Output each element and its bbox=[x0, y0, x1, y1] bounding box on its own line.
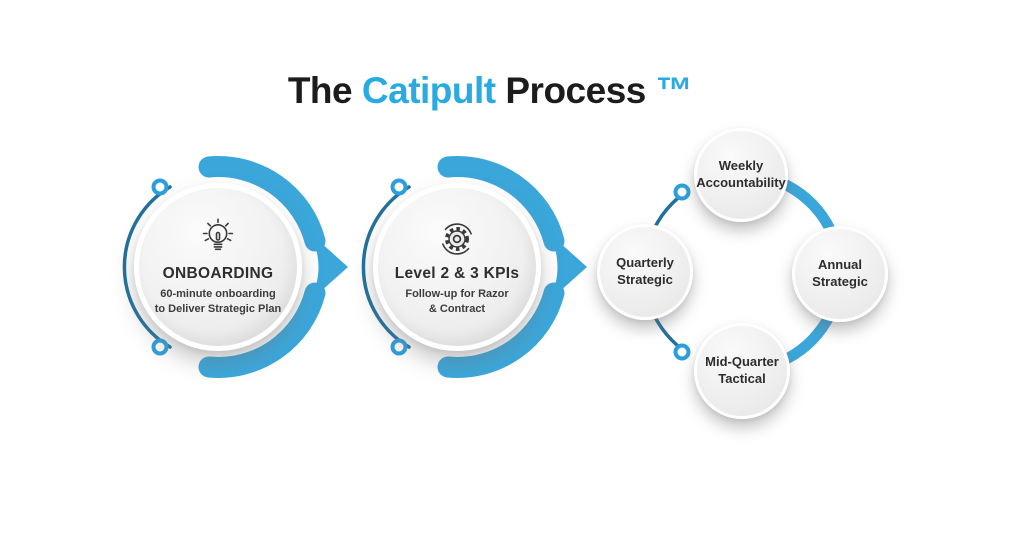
step-subtitle: 60-minute onboarding to Deliver Strategi… bbox=[155, 287, 282, 317]
step-title: ONBOARDING bbox=[162, 265, 274, 283]
step-subtitle-line: & Contract bbox=[428, 303, 486, 315]
connector-ring-icon bbox=[151, 338, 169, 356]
title-suffix: Process bbox=[495, 70, 656, 111]
step2-right-thick-arc bbox=[437, 282, 565, 378]
connector-ring-icon bbox=[673, 343, 691, 361]
cycle-label-line: Mid-Quarter bbox=[705, 354, 779, 370]
step-subtitle-line: to Deliver Strategic Plan bbox=[154, 303, 282, 315]
step1-left-thin-arc bbox=[122, 185, 172, 349]
title-brand: Catipult bbox=[361, 70, 496, 111]
page-title: The Catipult Process ™ bbox=[0, 70, 980, 112]
cycle-label-line: Strategic bbox=[617, 272, 673, 287]
connector-ring-icon bbox=[390, 178, 408, 196]
step1-right-thick-arc bbox=[198, 156, 326, 252]
cycle-circle-annual-strategic: Annual Strategic bbox=[792, 226, 888, 322]
step-subtitle: Follow-up for Razor & Contract bbox=[405, 287, 508, 317]
step2-right-thick-arc bbox=[437, 156, 565, 252]
step2-arc-connector bbox=[361, 156, 587, 378]
step-subtitle-line: 60-minute onboarding bbox=[160, 288, 276, 301]
step-subtitle-line: Follow-up for Razor bbox=[405, 288, 509, 301]
cycle-circle-quarterly-strategic: Quarterly Strategic bbox=[597, 224, 693, 320]
cycle-label-line: Quarterly bbox=[616, 255, 674, 271]
cycle-label-line: Annual bbox=[817, 257, 863, 273]
step2-left-thin-arc bbox=[361, 185, 411, 349]
gear-icon bbox=[442, 223, 472, 255]
cycle-label-line: Weekly bbox=[718, 158, 764, 174]
connector-ring-icon bbox=[390, 338, 408, 356]
step-circle-onboarding: ONBOARDING 60-minute onboarding to Deliv… bbox=[134, 183, 302, 351]
step-circle-kpis: Level 2 & 3 KPIs Follow-up for Razor & C… bbox=[373, 183, 541, 351]
step1-arc-connector bbox=[122, 156, 348, 378]
lightbulb-icon bbox=[202, 218, 234, 251]
connector-ring-icon bbox=[151, 178, 169, 196]
step1-right-thick-arc bbox=[198, 282, 326, 378]
cycle-circle-weekly-accountability: Weekly Accountability bbox=[694, 128, 788, 222]
connector-ring-icon bbox=[673, 183, 691, 201]
cycle-label-line: Strategic bbox=[812, 274, 868, 289]
title-prefix: The bbox=[287, 70, 362, 111]
arrow-right-icon bbox=[549, 233, 587, 301]
trademark-symbol: ™ bbox=[655, 70, 693, 111]
cycle-label-line: Accountability bbox=[696, 175, 786, 190]
arrow-right-icon bbox=[310, 233, 348, 301]
cycle-label-line: Tactical bbox=[718, 371, 766, 386]
step-title: Level 2 & 3 KPIs bbox=[394, 265, 520, 283]
cycle-circle-midquarter-tactical: Mid-Quarter Tactical bbox=[694, 323, 790, 419]
